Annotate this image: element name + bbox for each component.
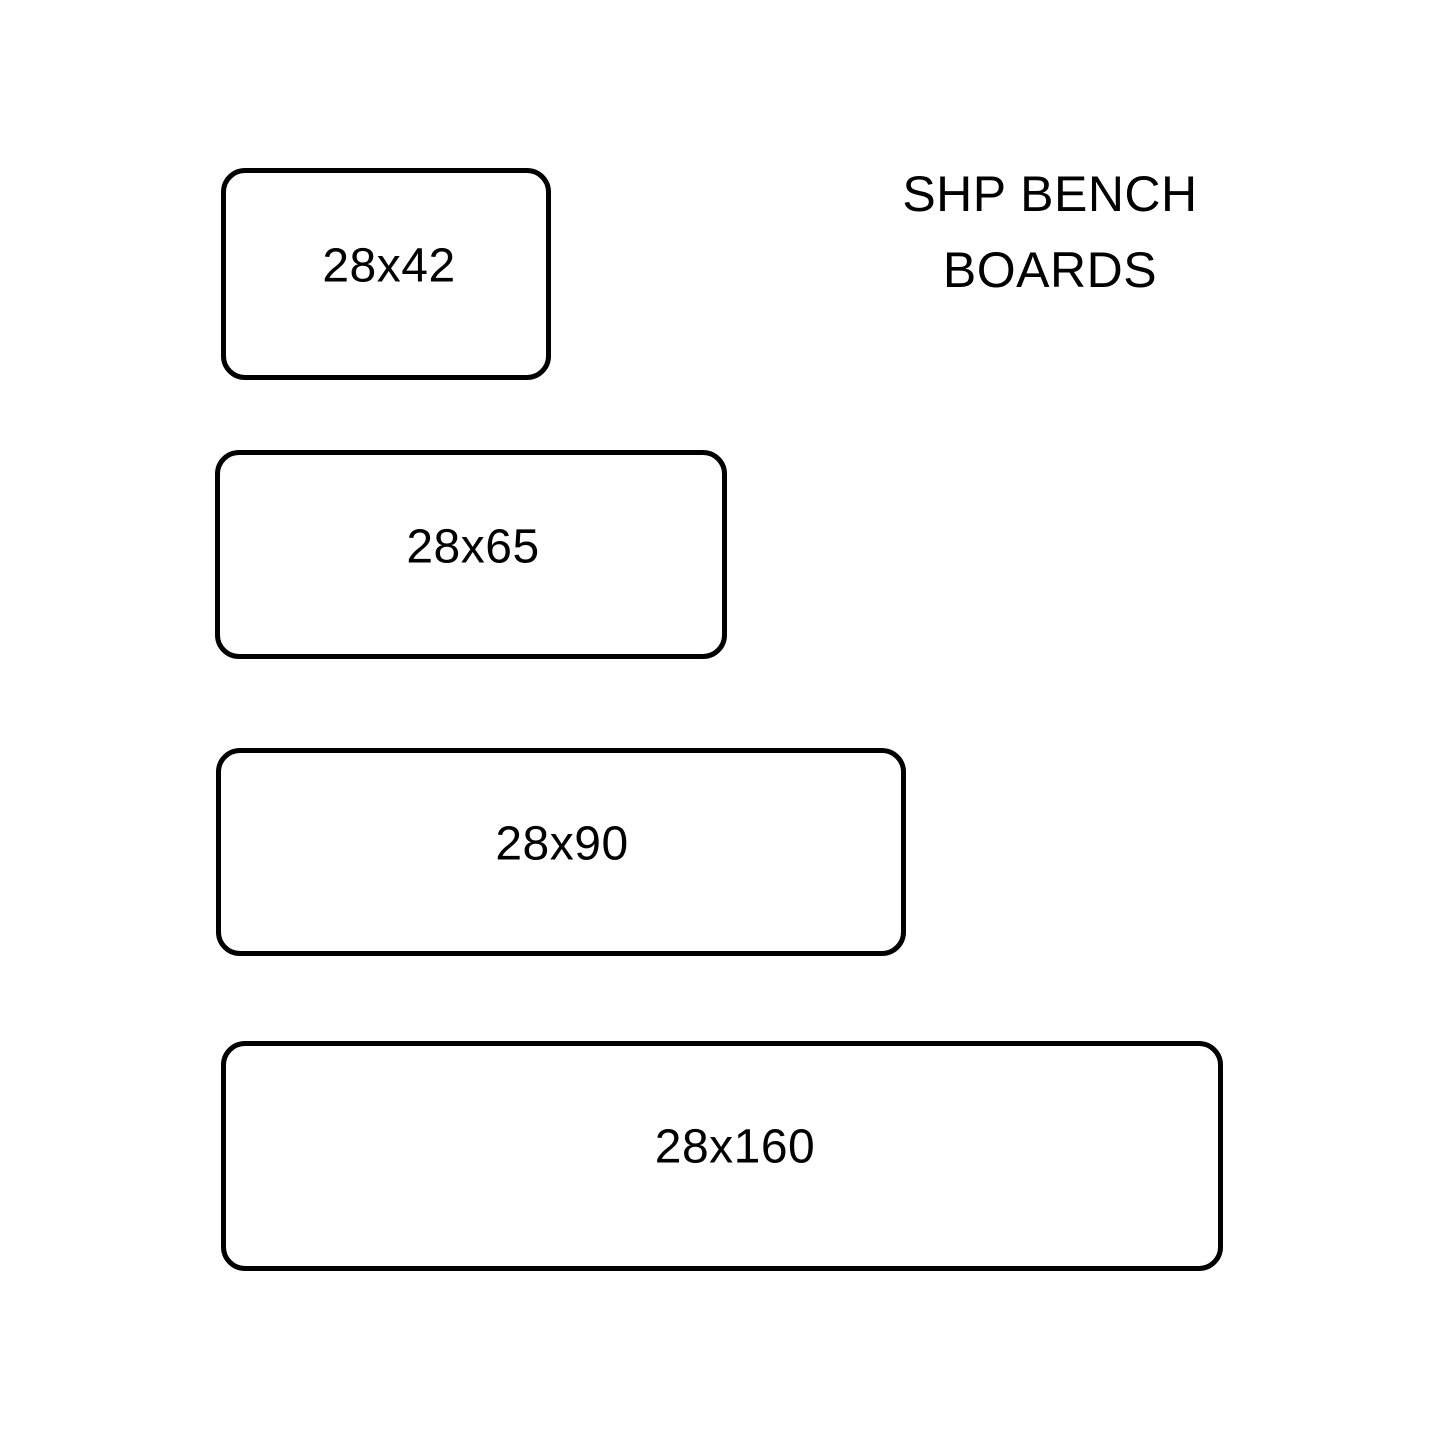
board-label: 28x90: [495, 817, 629, 871]
board-label: 28x65: [406, 520, 540, 574]
board-shape-28x160[interactable]: 28x160: [221, 1041, 1223, 1271]
board-label: 28x42: [322, 239, 456, 293]
board-shape-28x65[interactable]: 28x65: [215, 450, 727, 659]
board-shape-28x90[interactable]: 28x90: [216, 748, 906, 956]
board-label: 28x160: [654, 1120, 816, 1174]
board-shape-28x42[interactable]: 28x42: [221, 168, 551, 380]
title-line-2: BOARDS: [942, 242, 1158, 298]
title-line-1: SHP BENCH: [902, 166, 1198, 222]
page-title: SHP BENCH BOARDS: [845, 156, 1255, 308]
